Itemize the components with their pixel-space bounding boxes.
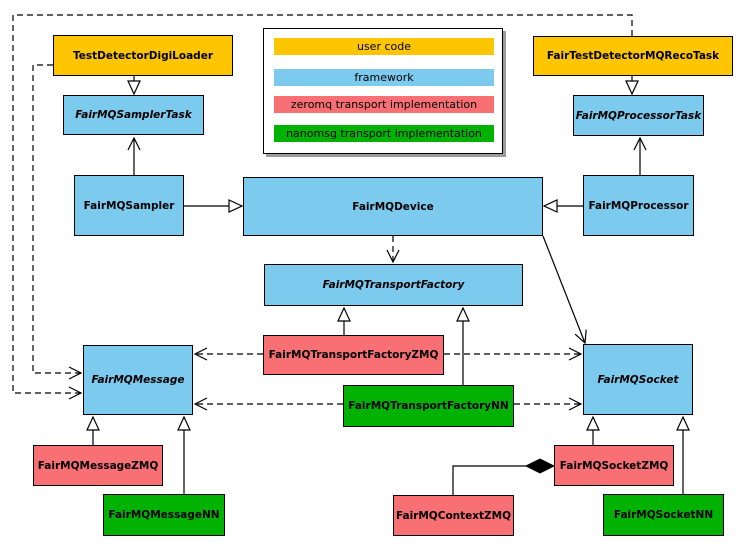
class-label: FairMQDevice	[352, 200, 434, 213]
class-label: FairMQMessageZMQ	[37, 459, 159, 472]
legend-label: user code	[356, 40, 412, 53]
legend-label: nanomsg transport implementation	[286, 127, 482, 140]
legend-item-user-code: user code	[274, 38, 494, 55]
edge-comp-context-socketzmq	[452, 465, 526, 495]
class-box-fairmqcontextzmq: FairMQContextZMQ	[393, 495, 514, 536]
legend-item-zeromq: zeromq transport implementation	[274, 96, 494, 113]
legend: user code framework zeromq transport imp…	[263, 28, 503, 154]
class-label: FairMQContextZMQ	[395, 509, 512, 522]
class-box-fairmqsocketzmq: FairMQSocketZMQ	[554, 445, 674, 486]
class-box-fairmqmessage: FairMQMessage	[83, 345, 193, 415]
class-label: FairTestDetectorMQRecoTask	[546, 50, 720, 62]
class-box-fairmqtransportfactoryzmq: FairMQTransportFactoryZMQ	[263, 335, 444, 375]
class-label: FairMQProcessorTask	[575, 109, 702, 122]
class-box-fairmqprocessortask: FairMQProcessorTask	[573, 95, 704, 136]
class-box-fairmqdevice: FairMQDevice	[243, 177, 543, 236]
class-box-fairmqmessagezmq: FairMQMessageZMQ	[33, 445, 163, 486]
legend-item-framework: framework	[274, 69, 494, 86]
edge-dep-digiloader-message	[32, 64, 83, 380]
class-box-fairmqtransportfactory: FairMQTransportFactory	[264, 264, 523, 306]
class-label: FairMQSamplerTask	[75, 109, 192, 121]
class-label: FairMQTransportFactory	[322, 279, 465, 291]
edge-assoc-device-socket	[542, 235, 587, 345]
class-box-fairmqtransportfactorynn: FairMQTransportFactoryNN	[343, 385, 514, 427]
class-label: FairMQMessageNN	[108, 509, 220, 521]
composition-diamond	[524, 458, 556, 474]
edge-dep-recotask-message	[12, 14, 633, 400]
class-label: FairMQTransportFactoryZMQ	[268, 349, 439, 361]
class-box-fairmqsocketnn: FairMQSocketNN	[603, 494, 724, 536]
legend-item-nanomsg: nanomsg transport implementation	[274, 125, 494, 142]
class-label: TestDetectorDigiLoader	[72, 49, 213, 62]
class-box-fairmqsocket: FairMQSocket	[583, 344, 693, 415]
class-box-fairmqsamplertask: FairMQSamplerTask	[63, 95, 204, 135]
class-label: FairMQMessage	[91, 374, 185, 386]
class-box-fairmqsampler: FairMQSampler	[74, 175, 184, 236]
class-label: FairMQSocketNN	[613, 509, 714, 521]
class-label: FairMQSocketZMQ	[559, 459, 669, 472]
class-label: FairMQProcessor	[588, 199, 689, 212]
class-label: FairMQTransportFactoryNN	[348, 400, 509, 412]
class-box-fairmqmessagenn: FairMQMessageNN	[103, 494, 225, 536]
class-box-testdetectordigiloader: TestDetectorDigiLoader	[53, 35, 233, 76]
legend-label: zeromq transport implementation	[290, 98, 478, 111]
class-box-fairmqprocessor: FairMQProcessor	[583, 175, 694, 236]
class-label: FairMQSampler	[83, 199, 175, 212]
class-label: FairMQSocket	[597, 373, 679, 386]
class-box-fairtestdetectormqrecotask: FairTestDetectorMQRecoTask	[533, 36, 733, 76]
legend-label: framework	[354, 71, 414, 84]
